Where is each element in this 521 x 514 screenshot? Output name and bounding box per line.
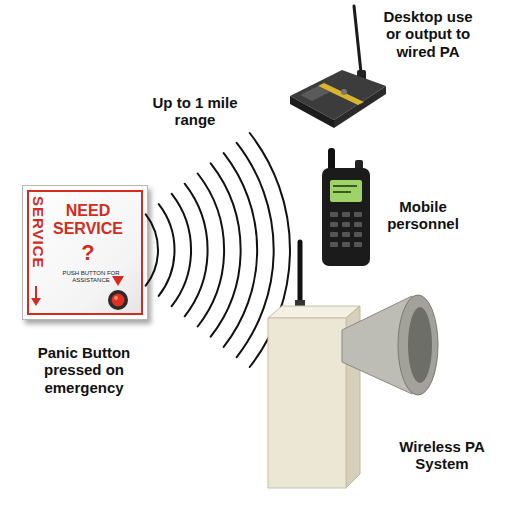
- wave-arc: [159, 204, 175, 296]
- key: [330, 232, 338, 237]
- device-caption: Desktop use or output to wired PA: [374, 8, 482, 60]
- horn-mouth: [398, 295, 438, 395]
- horn-body: [342, 296, 412, 394]
- wave-arc: [237, 143, 274, 357]
- mount-bracket: [352, 352, 378, 362]
- wave-arc: [211, 163, 241, 336]
- key: [342, 212, 350, 217]
- wave-arc: [198, 174, 224, 327]
- wave-arc: [224, 153, 257, 347]
- handheld-radio: [322, 148, 370, 266]
- trim-stripe: [318, 83, 364, 105]
- device-text: ?: [41, 240, 135, 265]
- device-text: NEED SERVICE: [41, 202, 135, 239]
- enclosure-side: [346, 306, 360, 488]
- key: [330, 222, 338, 227]
- antenna: [328, 148, 335, 174]
- key: [342, 232, 350, 237]
- desktop-radio: [290, 6, 386, 128]
- key: [354, 212, 362, 217]
- display-line: [333, 191, 351, 193]
- key: [342, 242, 350, 247]
- radio-top: [290, 70, 386, 120]
- radio-body: [322, 168, 370, 266]
- radio-side: [334, 86, 386, 128]
- device-caption: Mobile personnel: [380, 198, 466, 233]
- handheld-radio-node: Mobile personnel: [318, 146, 478, 270]
- enclosure-top: [268, 306, 360, 318]
- enclosure-front: [268, 318, 346, 488]
- wave-arc: [250, 133, 290, 367]
- wave-arc: [172, 194, 191, 306]
- panic-button-box: NEED SERVICE? PUSH BUTTON FOR ASSISTANCE S…: [22, 185, 148, 320]
- radio-front: [290, 96, 334, 128]
- key: [330, 212, 338, 217]
- display: [300, 86, 330, 101]
- radio-waves: [146, 133, 290, 367]
- key: [354, 242, 362, 247]
- key: [330, 242, 338, 247]
- key: [354, 232, 362, 237]
- antenna-base: [295, 300, 305, 314]
- desktop-radio-node: Desktop use or output to wired PA: [290, 0, 500, 128]
- knob: [355, 160, 363, 170]
- device-caption: Panic Button pressed on emergency: [26, 344, 142, 396]
- wireless-pa-node: Wireless PA System: [262, 238, 497, 498]
- horn-inner: [408, 307, 432, 383]
- antenna: [298, 242, 303, 312]
- antenna: [354, 6, 362, 82]
- knob: [341, 89, 347, 95]
- device-text: SERVICE: [29, 196, 47, 269]
- device-text: PUSH BUTTON FOR ASSISTANCE: [59, 270, 123, 284]
- display-line: [333, 185, 357, 187]
- device-caption: Wireless PA System: [390, 438, 494, 473]
- display: [330, 180, 362, 202]
- wave-arc: [185, 184, 208, 317]
- range-label: Up to 1 mile range: [143, 94, 247, 129]
- antenna-base: [357, 70, 366, 84]
- key: [342, 222, 350, 227]
- key: [354, 222, 362, 227]
- keypad: [330, 212, 362, 247]
